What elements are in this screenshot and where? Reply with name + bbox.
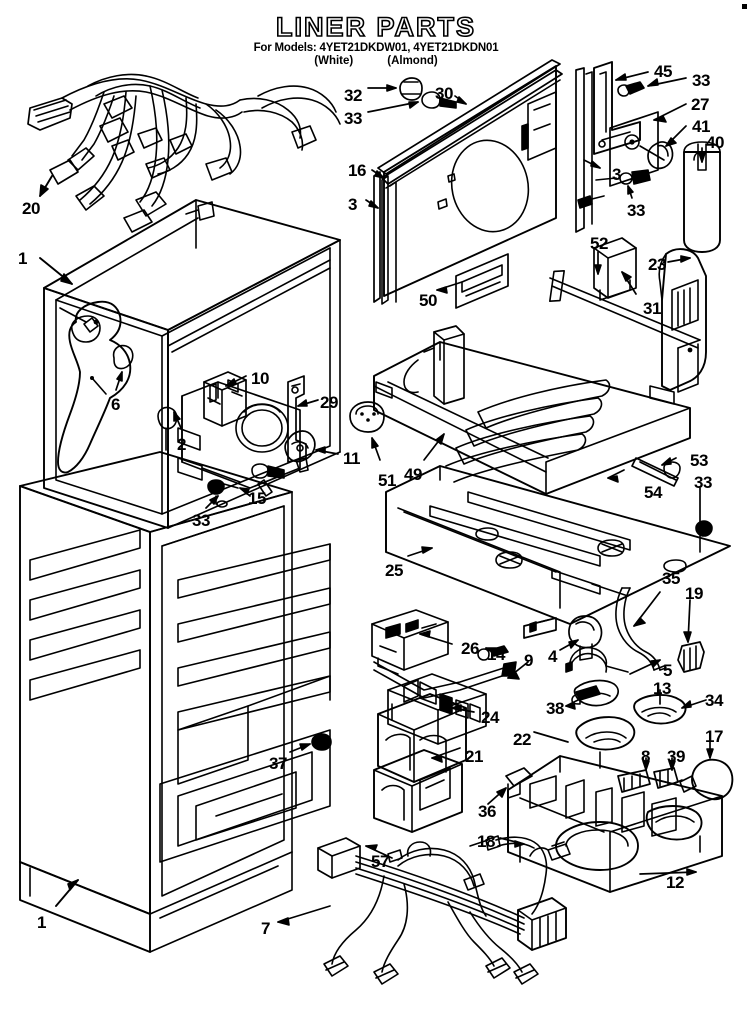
control-box-group [371,609,603,833]
callout-33: 33 [192,511,210,530]
callout-20: 20 [22,199,40,218]
color-almond: (Almond) [387,55,438,67]
callout-50: 50 [419,291,437,310]
callout-33: 33 [344,109,362,128]
compressor-base-part-12 [507,755,723,893]
callout-7: 7 [261,919,270,938]
callout-14: 14 [487,645,505,664]
callout-33: 33 [627,201,645,220]
color-variants: (White) (Almond) [0,55,752,68]
callout-36: 36 [478,802,496,821]
lower-wiring-group [317,835,571,985]
callout-49: 49 [404,465,422,484]
title-block: LINER PARTS For Models: 4YET21DKDW01, 4Y… [0,11,752,68]
callout-13: 13 [653,679,671,698]
callout-21: 21 [465,747,483,766]
callout-24: 24 [481,708,499,727]
page-title: LINER PARTS [275,11,476,43]
callout-19: 19 [685,584,703,603]
color-white: (White) [314,55,354,67]
callout-33: 33 [692,71,710,90]
callout-22: 22 [513,730,531,749]
callout-45: 45 [654,62,672,81]
page-corner-mark [742,4,747,9]
callout-8: 8 [641,747,650,766]
callout-31: 31 [643,299,661,318]
callout-9: 9 [524,651,533,670]
callout-57: 57 [371,852,389,871]
door-liner-panel [365,59,563,309]
callout-34: 34 [705,691,723,710]
callout-29: 29 [320,393,338,412]
callout-39: 39 [667,747,685,766]
callout-6: 6 [111,395,120,414]
callout-4: 4 [548,647,557,666]
callout-17: 17 [705,727,723,746]
callout-3: 3 [612,165,621,184]
wiring-harness-part-20 [27,73,341,233]
callout-38: 38 [546,699,564,718]
callout-1: 1 [18,249,27,268]
callout-41: 41 [692,117,710,136]
callout-30: 30 [435,84,453,103]
callout-33: 33 [694,473,712,492]
callout-52: 52 [590,234,608,253]
callout-25: 25 [385,561,403,580]
fan-motor-assembly [157,371,339,509]
callout-11: 11 [343,449,360,468]
callout-27: 27 [691,95,709,114]
callout-18: 18 [477,832,495,851]
callout-35: 35 [662,569,680,588]
lower-cabinet-part-1b [19,451,332,953]
base-panel-part-25 [385,457,731,625]
callout-3: 3 [348,195,357,214]
callout-16: 16 [348,161,366,180]
callout-53: 53 [690,451,708,470]
callout-54: 54 [644,483,662,502]
callout-37: 37 [269,754,287,773]
callout-1: 1 [37,913,46,932]
tubing-group [565,587,734,801]
model-subtitle: For Models: 4YET21DKDW01, 4YET21DKDN01 [253,42,499,54]
callout-23: 23 [648,255,666,274]
callout-32: 32 [344,86,362,105]
top-right-bracket-group [575,61,721,253]
callout-15: 15 [248,489,266,508]
callout-12: 12 [666,873,684,892]
callout-5: 5 [663,661,672,680]
callout-10: 10 [251,369,269,388]
callout-26: 26 [461,639,479,658]
callout-40: 40 [706,133,724,152]
light-assembly [549,237,707,393]
callout-2: 2 [177,435,186,454]
drain-pan-assembly [349,325,691,495]
callout-51: 51 [378,471,396,490]
top-hardware [367,77,457,113]
cabinet-liner-part-1 [39,199,341,529]
